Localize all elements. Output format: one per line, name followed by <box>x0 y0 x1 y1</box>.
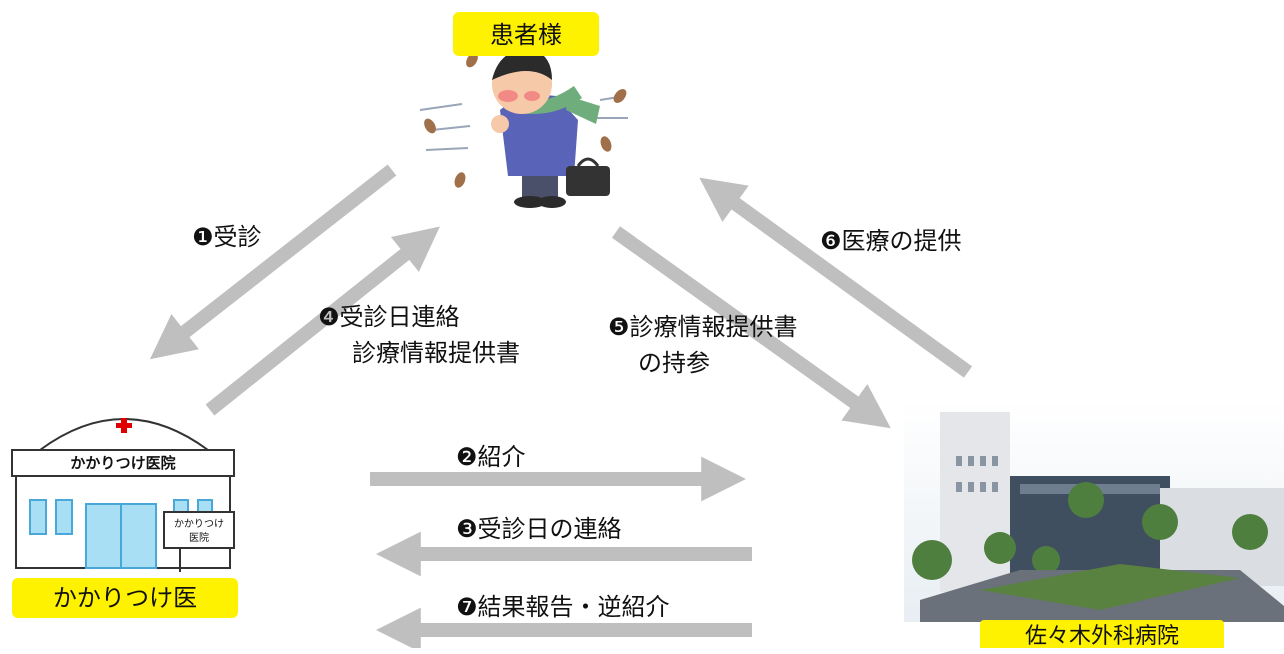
arrow-6-provide <box>699 177 973 378</box>
clinic-door-sign-line2: 医院 <box>189 533 209 544</box>
clinic-sign: かかりつけ医院 <box>70 454 176 472</box>
step-6-label: ❻医療の提供 <box>820 227 962 255</box>
arrow-5-bring <box>611 226 891 429</box>
step-5-label-line1: ❺診療情報提供書 <box>608 313 798 341</box>
step-7-label: ❼結果報告・逆紹介 <box>456 593 670 621</box>
arrow-4-notify <box>205 226 440 416</box>
step-3-label: ❸受診日の連絡 <box>456 515 622 543</box>
patient-label: 患者様 <box>453 12 599 56</box>
clinic-door-sign-line1: かかりつけ <box>173 519 225 530</box>
clinic-label: かかりつけ医 <box>12 578 238 618</box>
step-2-label: ❷紹介 <box>456 443 526 471</box>
step-1-label: ❶受診 <box>192 223 262 251</box>
arrow-1-visit <box>149 164 397 360</box>
step-4-label-line1: ❹受診日連絡 <box>318 303 460 331</box>
step-5-label-line2: の持参 <box>638 349 710 377</box>
step-4-label-line2: 診療情報提供書 <box>352 339 520 367</box>
hospital-label: 佐々木外科病院 <box>980 620 1224 649</box>
